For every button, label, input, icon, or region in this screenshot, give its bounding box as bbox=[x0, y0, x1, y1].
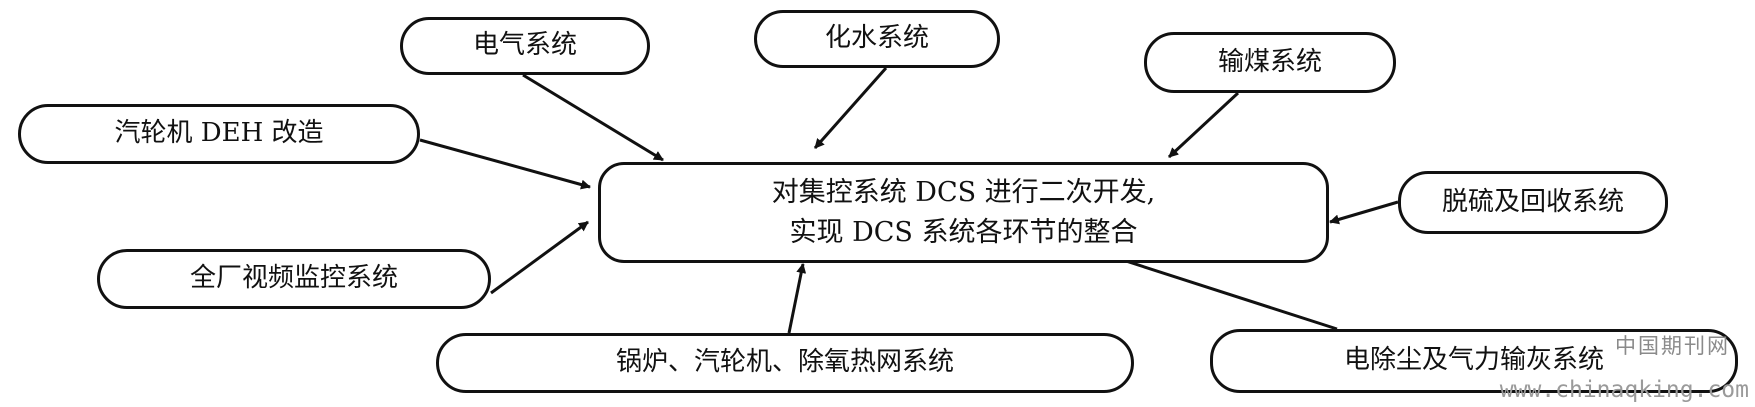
arrow-esp-ash bbox=[1100, 250, 1338, 331]
node-boiler-turbine-deaerator: 锅炉、汽轮机、除氧热网系统 bbox=[436, 333, 1134, 393]
node-video-monitoring: 全厂视频监控系统 bbox=[97, 249, 491, 309]
arrow-boiler bbox=[787, 263, 807, 334]
arrow-video-monitoring bbox=[490, 220, 589, 295]
arrow-chemical-water bbox=[813, 67, 888, 149]
central-goal-node: 对集控系统 DCS 进行二次开发, 实现 DCS 系统各环节的整合 bbox=[598, 162, 1329, 263]
watermark-url: www.chinaqking.com bbox=[1499, 377, 1749, 403]
watermark-site-name: 中国期刊网 bbox=[1615, 334, 1730, 358]
arrow-coal-conveying bbox=[1167, 91, 1240, 159]
central-goal-line-2: 实现 DCS 系统各环节的整合 bbox=[789, 216, 1138, 248]
central-goal-line-1: 对集控系统 DCS 进行二次开发, bbox=[771, 177, 1156, 209]
arrow-desulfurization bbox=[1329, 200, 1399, 225]
node-electrical: 电气系统 bbox=[400, 17, 650, 75]
node-turbine-deh: 汽轮机 DEH 改造 bbox=[18, 104, 420, 164]
arrow-turbine-deh bbox=[419, 138, 591, 190]
node-desulfurization: 脱硫及回收系统 bbox=[1398, 171, 1668, 234]
node-esp-ash: 电除尘及气力输灰系统 bbox=[1210, 329, 1738, 393]
arrow-electrical bbox=[522, 73, 664, 162]
node-chemical-water: 化水系统 bbox=[754, 10, 1000, 68]
node-coal-conveying: 输煤系统 bbox=[1144, 32, 1396, 93]
